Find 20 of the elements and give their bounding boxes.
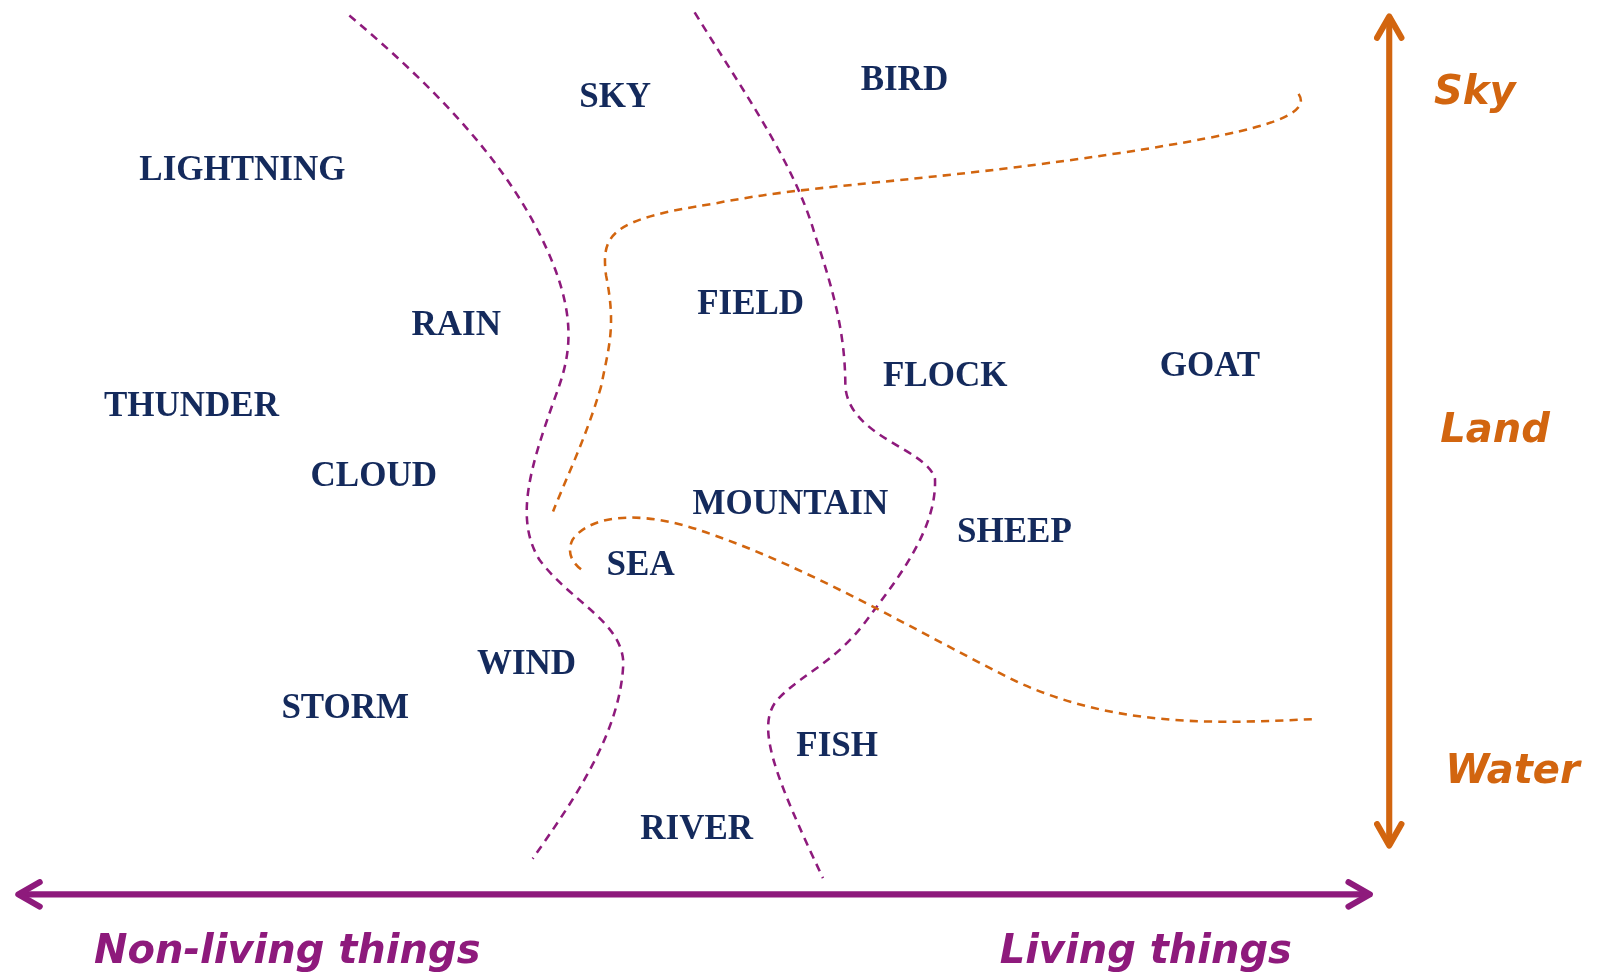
word-label: RIVER xyxy=(640,809,754,845)
word-label: FISH xyxy=(796,726,879,761)
word-label: BIRD xyxy=(860,60,949,96)
word-label: GOAT xyxy=(1159,346,1261,382)
axis-label: Land xyxy=(1440,407,1550,448)
axis-label: Living things xyxy=(999,929,1292,970)
axis-label: Non-living things xyxy=(93,929,481,970)
word-label: CLOUD xyxy=(310,456,437,492)
word-label: SEA xyxy=(606,545,675,581)
word-label: SKY xyxy=(579,77,652,113)
word-label: THUNDER xyxy=(103,386,279,422)
word-label: STORM xyxy=(281,688,410,724)
word-label: RAIN xyxy=(411,305,501,341)
axis-label: Water xyxy=(1445,748,1580,789)
word-label: WIND xyxy=(476,644,577,680)
word-label: FLOCK xyxy=(882,356,1008,392)
word-label: FIELD xyxy=(697,285,805,320)
word-label: SHEEP xyxy=(957,512,1072,548)
word-label: MOUNTAIN xyxy=(692,484,889,520)
word-label: LIGHTNING xyxy=(139,150,346,186)
